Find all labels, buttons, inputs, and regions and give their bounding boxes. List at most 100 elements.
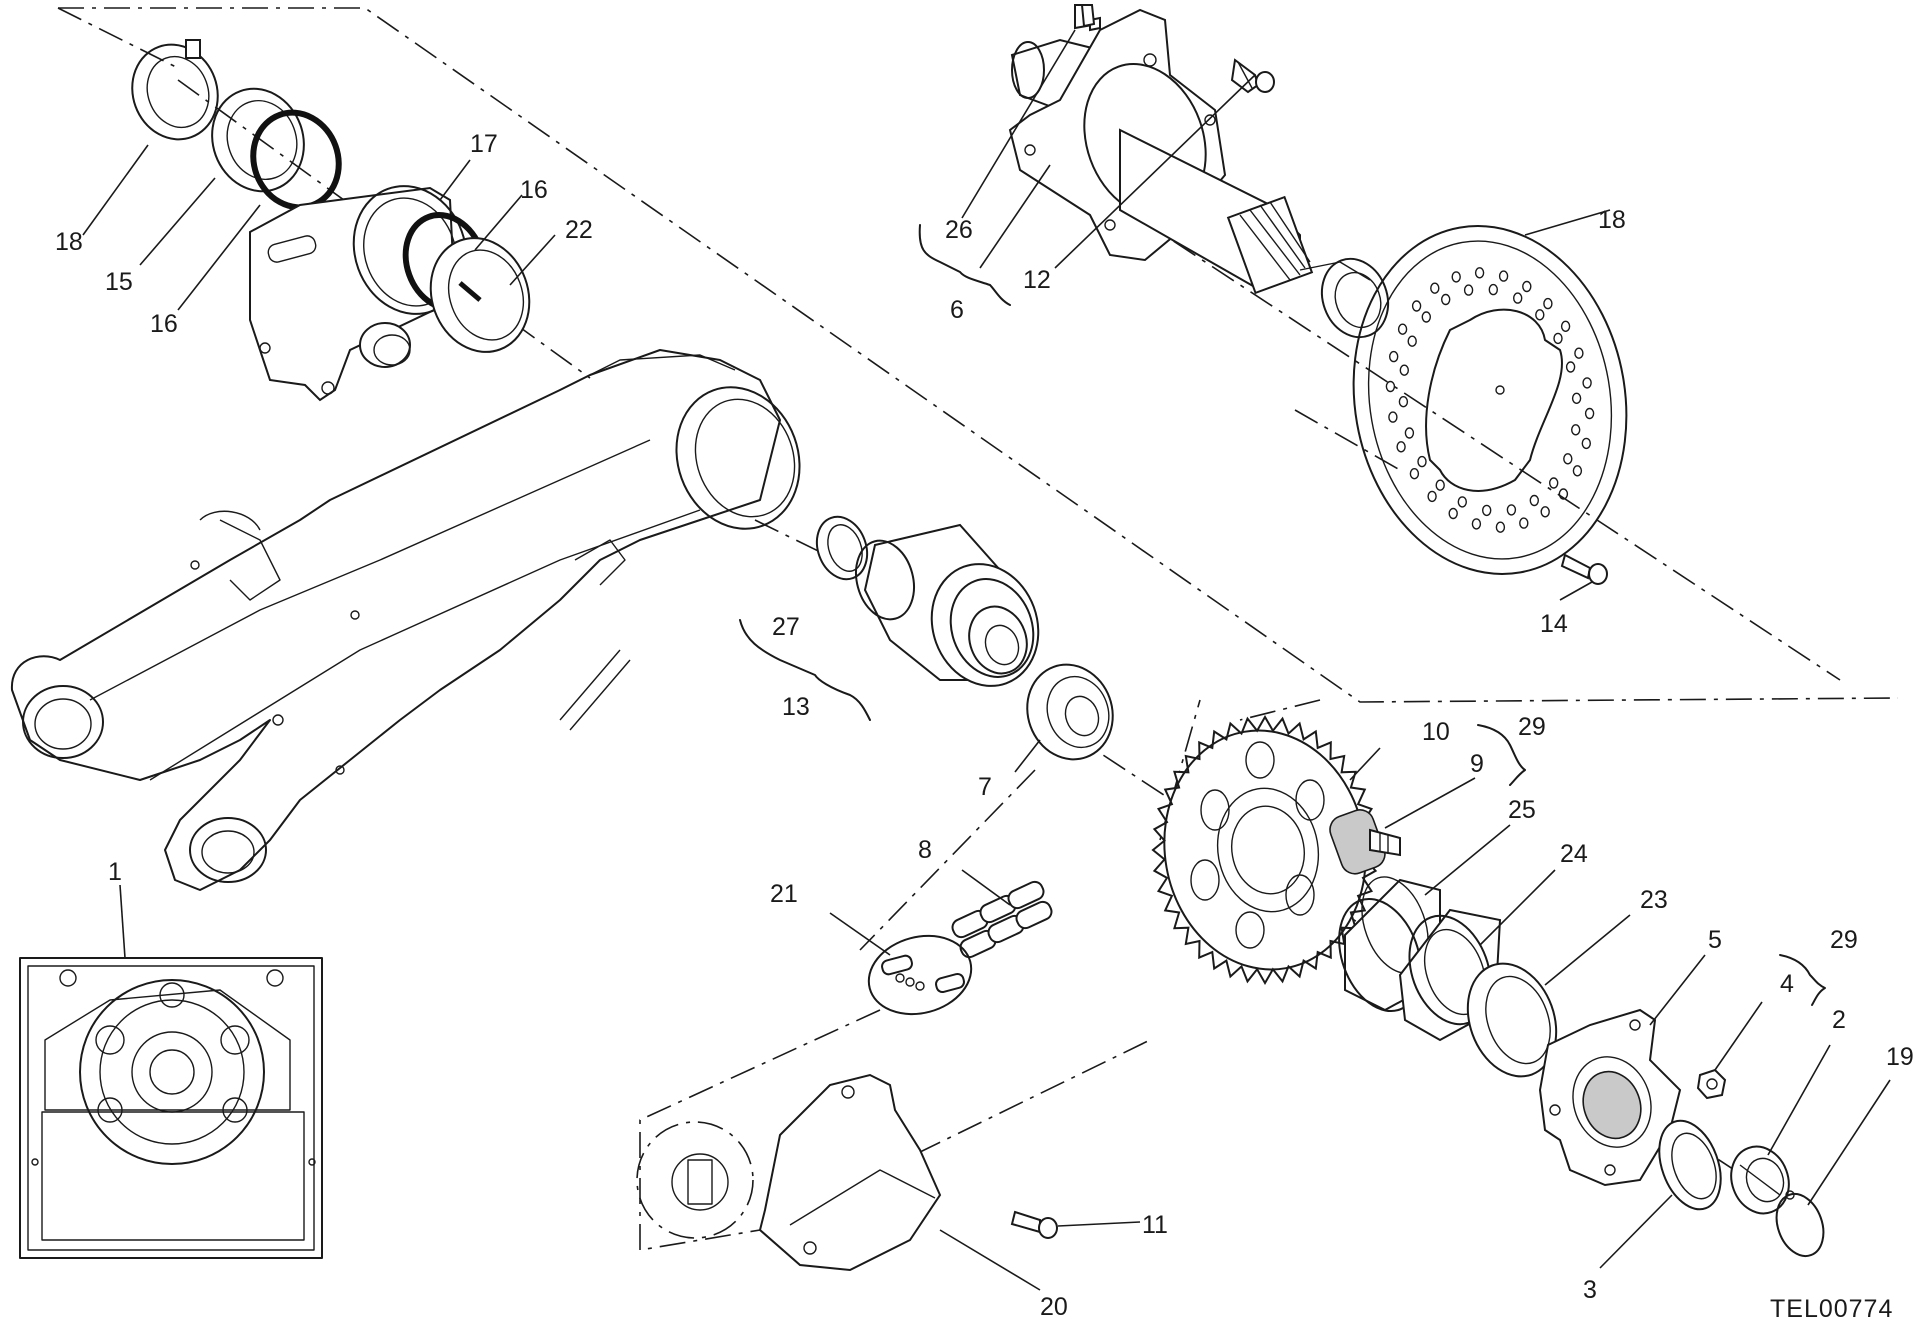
disc-hole [1581, 437, 1592, 450]
disc-hole [1495, 521, 1506, 533]
callout-label: 21 [770, 880, 798, 908]
part-19-brake-disc [1352, 225, 1628, 575]
disc-hole [1553, 332, 1563, 345]
part-3-washer [1658, 1119, 1722, 1211]
part-12-screw [1230, 58, 1275, 94]
part-28-seal [815, 515, 869, 581]
callout-label: 18 [55, 228, 83, 256]
disc-hole [1427, 490, 1437, 503]
group-braces [739, 224, 1826, 1006]
disc-hole [1558, 488, 1569, 500]
callout-label: 7 [978, 773, 992, 801]
disc-hole [1435, 479, 1445, 491]
part-4-nut [1696, 1068, 1727, 1100]
callout-label: 20 [1040, 1293, 1068, 1321]
assembly-boundary [57, 7, 1899, 703]
callout-label: 13 [782, 693, 810, 721]
disc-hole [1584, 407, 1595, 420]
disc-hole [1522, 280, 1532, 293]
callout-label: 23 [1640, 886, 1668, 914]
disc-hole [1543, 297, 1553, 310]
disc-hole [1512, 292, 1523, 304]
sprocket-teeth-outline [1151, 714, 1379, 986]
callout-label: 25 [1508, 796, 1536, 824]
callout-labels: 18 15 16 17 16 22 1 26 6 12 18 14 27 13 … [55, 130, 1914, 1321]
part-24-ring [1466, 962, 1558, 1078]
disc-hole [1570, 424, 1581, 436]
disc-hole [1463, 284, 1474, 296]
disc-hole [1398, 396, 1409, 408]
disc-hole [1388, 411, 1398, 423]
callout-label: 4 [1780, 970, 1794, 998]
disc-hole [1385, 380, 1396, 393]
part-17-eccentric-plate [249, 185, 468, 402]
callout-label: 19 [1886, 1043, 1914, 1071]
disc-hole [1535, 309, 1545, 321]
part-15-ring [211, 87, 305, 193]
front-sprocket-outline [636, 1121, 754, 1239]
disc-hole [1582, 377, 1592, 389]
callout-label: 15 [105, 268, 133, 296]
callout-label: 9 [1470, 750, 1484, 778]
disc-hole [1519, 517, 1529, 529]
callout-label: 8 [918, 836, 932, 864]
part-21-sprocket-cover [758, 1073, 942, 1272]
disc-hole [1417, 455, 1427, 468]
disc-hole [1411, 300, 1422, 312]
callout-label: 2 [1832, 1006, 1846, 1034]
disc-hole [1548, 477, 1559, 489]
disc-hole [1407, 335, 1417, 347]
disc-hole [1430, 282, 1440, 294]
part-23-bearing-ring [429, 237, 531, 353]
disc-hole [1540, 506, 1550, 518]
part-6-wheel-axle [1008, 4, 1390, 339]
disc-hole [1396, 441, 1406, 453]
part-10-rear-sprocket [1151, 714, 1379, 986]
disc-hole [1397, 323, 1408, 335]
callout-label: 10 [1422, 718, 1450, 746]
callout-label: 22 [565, 216, 593, 244]
callout-label: 16 [520, 176, 548, 204]
callout-label: 29 [1830, 926, 1858, 954]
disc-hole [1388, 350, 1399, 363]
callout-label: 17 [470, 130, 498, 158]
disc-hole [1474, 267, 1485, 279]
disc-hole [1399, 364, 1410, 376]
callout-label: 3 [1583, 1276, 1597, 1304]
part-9-stud [1329, 809, 1401, 875]
disc-hole [1409, 468, 1420, 480]
part-22-master-link-kit [867, 934, 973, 1016]
disc-hole [1563, 453, 1573, 465]
diagram-code: TEL00774 [1770, 1295, 1893, 1323]
leader-lines [82, 29, 1891, 1291]
callout-label: 26 [945, 216, 973, 244]
part-5-flange [1538, 1008, 1682, 1187]
disc-hole [1565, 361, 1576, 373]
part-13-eccentric-hub [855, 523, 1040, 687]
disc-hole [1506, 504, 1517, 516]
disc-hole [1421, 311, 1432, 323]
disc-hole [1529, 494, 1540, 507]
part-2-ring-nut [1730, 1145, 1790, 1215]
part-20-circlip [1775, 1190, 1825, 1257]
callout-label: 6 [950, 296, 964, 324]
part-8-chain [951, 880, 1053, 959]
swingarm [10, 349, 801, 891]
callout-label: 24 [1560, 840, 1588, 868]
disc-hole [1457, 496, 1468, 508]
disc-hole [1404, 427, 1415, 439]
callout-label: 1 [108, 858, 122, 886]
part-27-screw [1080, 4, 1096, 28]
disc-hole [1560, 320, 1571, 332]
callout-label: 14 [1540, 610, 1568, 638]
disc-hole [1498, 270, 1509, 282]
callout-label: 18 [1598, 206, 1626, 234]
callout-label: 12 [1023, 266, 1051, 294]
part-1-inset-view [19, 957, 323, 1259]
part-7-spacer [1026, 663, 1114, 761]
disc-hole [1488, 283, 1499, 296]
disc-hole [1448, 507, 1458, 520]
disc-hole [1451, 271, 1461, 283]
